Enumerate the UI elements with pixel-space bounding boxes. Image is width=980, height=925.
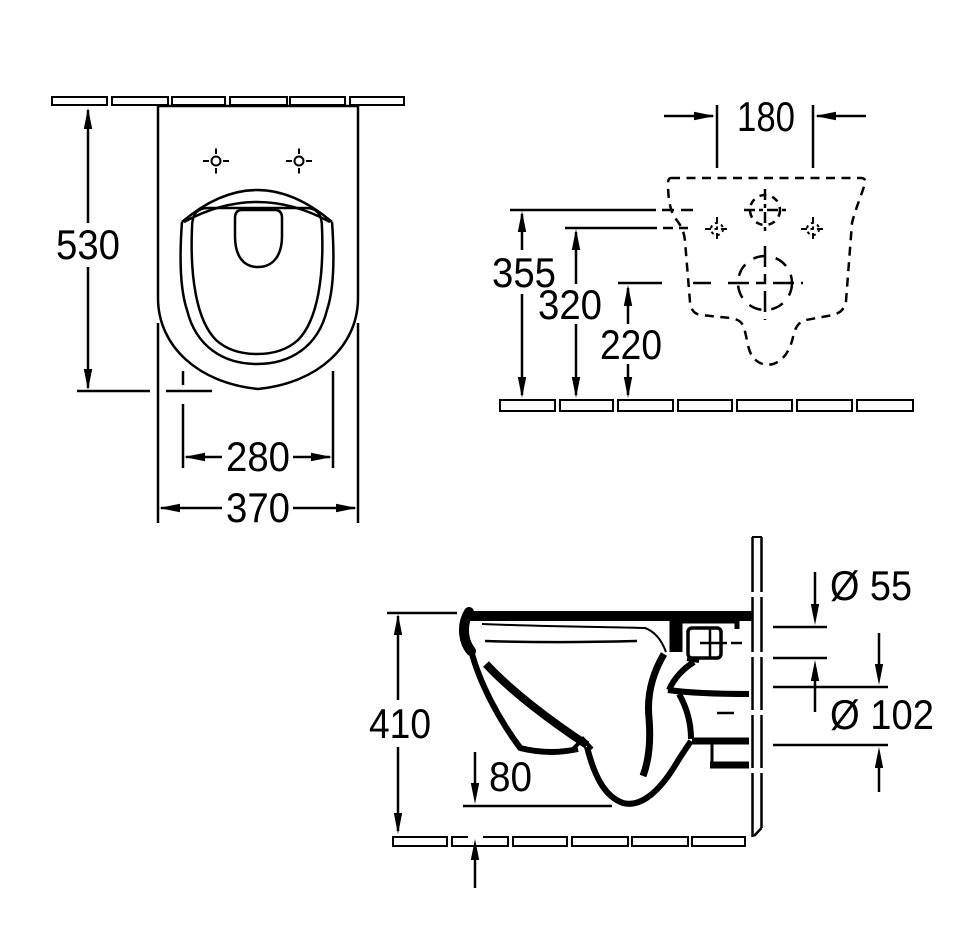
dimension-height-outlet: 220: [600, 281, 662, 398]
dimension-label-530: 530: [56, 221, 120, 268]
dimension-hole-spacing: 180: [664, 93, 866, 168]
dimension-seat-width: 280: [181, 371, 335, 480]
floor-datum-arrow: [470, 839, 480, 888]
floor-section-rear: [499, 399, 914, 412]
dimension-label-320: 320: [538, 281, 602, 328]
flush-distributor: [233, 208, 284, 269]
fixing-hole-marker-right: [801, 217, 825, 241]
dimension-outlet-diameter: Ø 102: [773, 633, 934, 792]
dimension-label-410: 410: [369, 700, 431, 747]
dimension-label-280: 280: [226, 433, 290, 480]
inlet-centre-marker: [744, 189, 786, 231]
toilet-body-outline: [156, 104, 360, 391]
fixing-hole-marker-left: [705, 217, 729, 241]
hinge-centre-marker-right: [286, 148, 312, 174]
toilet-section-profile: [459, 607, 752, 807]
dimension-overall-height: 410: [369, 611, 457, 834]
wall-section-side: [751, 536, 763, 837]
rear-body-outline: [666, 176, 867, 366]
floor-section-side: [392, 835, 746, 847]
plan-view: 530 280 370: [51, 96, 405, 531]
dimension-inlet-diameter: Ø 55: [773, 562, 912, 712]
outlet-centre-marker: [693, 246, 803, 320]
side-view: 410 80 Ø 55: [369, 536, 934, 888]
wall-section-top: [51, 96, 405, 106]
dimension-height-rim: 355: [492, 208, 696, 398]
seat-ring: [179, 221, 335, 366]
dimension-depth: 530: [56, 108, 212, 393]
dimension-label-80: 80: [489, 753, 532, 800]
dimension-clearance: 80: [463, 752, 612, 808]
dimension-label-370: 370: [226, 484, 290, 531]
hinge-centre-marker-left: [203, 148, 229, 174]
dimension-label-outlet: Ø 102: [830, 691, 934, 738]
dimension-overall-width: 370: [156, 323, 360, 531]
inner-bowl: [190, 206, 324, 356]
dimension-label-180: 180: [737, 93, 795, 140]
dimension-label-220: 220: [600, 321, 662, 368]
dimension-label-inlet: Ø 55: [830, 562, 912, 609]
rear-view: 180 355 320 220: [492, 93, 914, 412]
dimension-label-355: 355: [492, 249, 556, 296]
dimension-height-holes: 320: [538, 226, 688, 398]
